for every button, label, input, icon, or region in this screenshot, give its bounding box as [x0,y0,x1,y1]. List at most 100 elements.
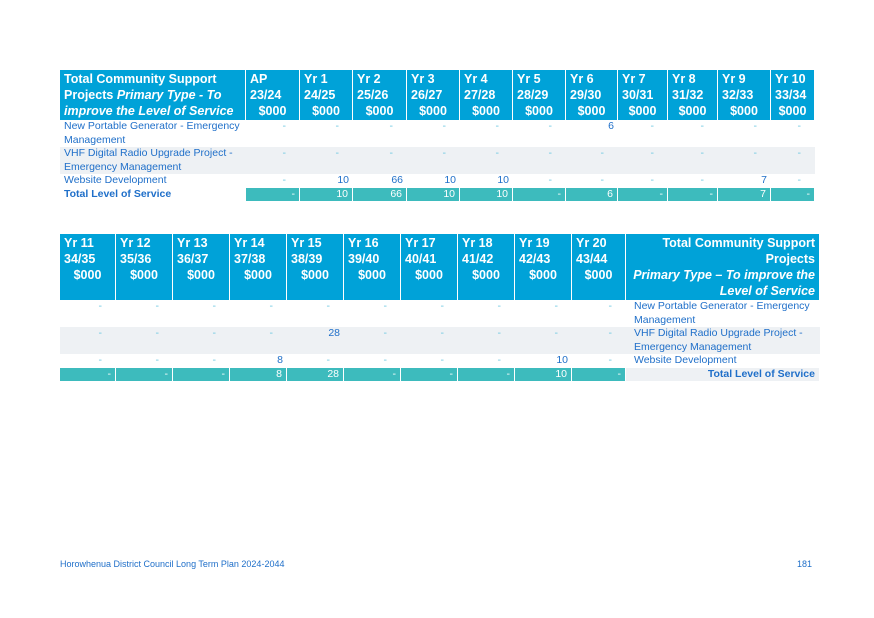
value-cell: - [383,354,388,366]
column-year: Yr 4 [464,72,488,86]
value-cell: 10 [497,174,509,186]
column-year: Yr 14 [234,236,265,250]
value-cell: 6 [566,187,618,201]
column-year: Yr 18 [462,236,493,250]
value-cell: - [401,327,458,354]
value-cell: - [344,367,401,381]
value-cell: - [566,147,618,174]
value-cell: 6 [608,120,614,132]
column-year: Yr 19 [519,236,550,250]
value-cell: - [269,300,274,312]
value-cell: - [771,147,815,174]
value-cell: 10 [460,187,513,201]
value-cell: 10 [337,174,349,186]
column-period: 24/25 [304,88,336,102]
table-title-line2: Primary Type – To improve the [633,268,815,282]
value-cell: - [173,327,230,354]
value-cell: - [718,147,771,174]
value-cell: - [771,187,815,201]
column-year: Yr 17 [405,236,436,250]
value-cell: 10 [515,367,572,381]
row-label: Website Development [64,174,167,186]
column-unit: $000 [73,268,102,282]
table-title-cell: Total Community Support Projects Primary… [60,70,246,120]
column-period: 27/28 [464,88,496,102]
table-years-ap-to-10: Total Community Support Projects Primary… [60,70,815,201]
column-year: Yr 13 [177,236,208,250]
column-header-yr-20: Yr 20 43/44 $000 [572,234,626,300]
column-period: 33/34 [775,88,807,102]
value-cell: - [650,174,655,186]
column-year: Yr 3 [411,72,435,86]
value-cell: - [246,147,300,174]
value-cell: - [460,147,513,174]
row-label: VHF Digital Radio Upgrade Project - Emer… [60,147,246,174]
value-cell: - [353,147,407,174]
value-cell: - [548,120,553,132]
value-cell: - [173,367,230,381]
total-label: Total Level of Service [60,187,246,201]
column-year: Yr 20 [576,236,607,250]
column-year: AP [250,72,268,86]
column-period: 30/31 [622,88,654,102]
column-period: 43/44 [576,252,608,266]
column-period: 40/41 [405,252,437,266]
value-cell: - [497,300,502,312]
value-cell: - [282,120,287,132]
value-cell: 7 [718,187,771,201]
value-cell: - [98,300,103,312]
table-header-row: Total Community Support Projects Primary… [60,70,815,120]
value-cell: - [495,120,500,132]
value-cell: - [497,354,502,366]
value-cell: - [335,120,340,132]
column-unit: $000 [244,268,272,282]
value-cell: - [326,354,331,366]
value-cell: - [155,354,160,366]
column-unit: $000 [628,104,657,118]
value-cell: - [572,327,626,354]
value-cell: - [668,147,718,174]
column-period: 39/40 [348,252,380,266]
value-cell: - [458,327,515,354]
column-unit: $000 [584,268,613,282]
value-cell: - [513,147,566,174]
column-unit: $000 [730,104,758,118]
value-cell: - [212,354,217,366]
column-period: 25/26 [357,88,389,102]
value-cell: - [440,300,445,312]
column-period: 32/33 [722,88,754,102]
value-cell: - [155,300,160,312]
column-year: Yr 6 [570,72,594,86]
column-unit: $000 [312,104,340,118]
column-year: Yr 1 [304,72,328,86]
value-cell: - [300,147,353,174]
column-year: Yr 15 [291,236,322,250]
column-period: 41/42 [462,252,494,266]
value-cell: - [513,187,566,201]
value-cell: 7 [761,174,767,186]
value-cell: - [515,327,572,354]
row-label: New Portable Generator - Emergency Manag… [64,120,240,146]
value-cell: - [60,367,116,381]
column-year: Yr 8 [672,72,696,86]
table-title-line2: Projects [64,88,117,102]
value-cell: 10 [556,354,568,366]
value-cell: - [212,300,217,312]
column-year: Yr 2 [357,72,381,86]
table-title-line1: Total Community Support Projects [662,236,815,266]
table-title-line1: Total Community Support [64,72,217,86]
value-cell: - [548,174,553,186]
value-cell: - [572,367,626,381]
